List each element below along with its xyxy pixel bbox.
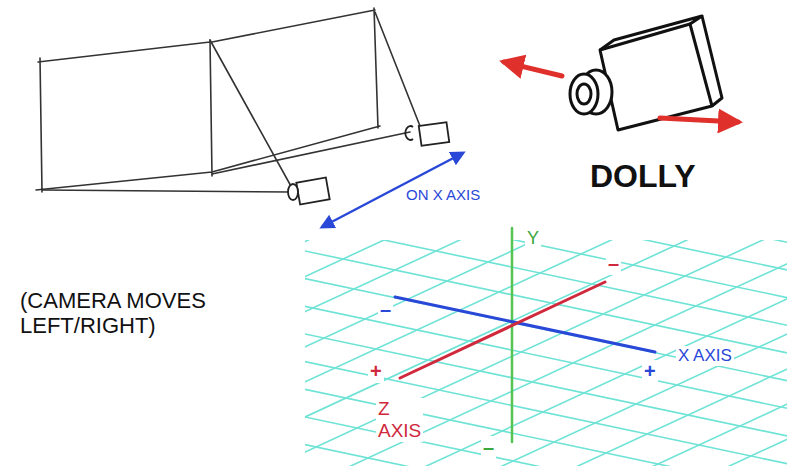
big-camera-part <box>570 74 598 114</box>
axis-sign: – <box>481 436 496 459</box>
screen-sketch <box>36 8 420 192</box>
axis-name: Y <box>525 228 541 249</box>
grid-line <box>381 240 787 277</box>
grid-line <box>305 272 787 448</box>
grid-line <box>305 240 787 466</box>
axis-note: ON X AXIS <box>404 186 482 203</box>
grid-line <box>305 310 762 466</box>
grid-line <box>598 258 787 466</box>
grid-line <box>546 247 787 466</box>
screen-sketch-part <box>42 12 420 192</box>
direction-arrows-part <box>504 62 562 76</box>
grid-line <box>340 240 787 296</box>
axis-sign: – <box>606 252 621 275</box>
grid-line <box>338 240 787 466</box>
grid-line <box>305 240 526 408</box>
big-camera-part <box>577 84 591 104</box>
small-camera-part <box>405 126 413 140</box>
title-word: DOLLY <box>588 158 698 195</box>
big-camera-part <box>600 16 722 106</box>
small-camera-part <box>288 184 298 200</box>
grid-line <box>442 240 787 466</box>
axis-name: Z AXIS <box>376 398 423 442</box>
small-camera-part <box>296 178 329 205</box>
axis-sign: + <box>368 360 384 383</box>
perspective-grid <box>305 240 787 466</box>
grid-line <box>305 240 578 419</box>
caption-note: (CAMERA MOVES LEFT/RIGHT) <box>18 288 258 339</box>
screen-sketch-part <box>36 8 380 192</box>
axes <box>395 228 655 442</box>
axis-sign: – <box>378 298 393 321</box>
grid-line <box>305 240 786 463</box>
grid-line <box>305 240 787 334</box>
small-camera-part <box>419 122 450 146</box>
grid-line <box>305 240 734 452</box>
y-axis <box>511 228 514 442</box>
grid-line <box>305 240 787 466</box>
grid-line <box>305 240 787 466</box>
x-axis <box>395 297 655 352</box>
grid-line <box>305 386 598 466</box>
axis-sign: + <box>642 360 658 383</box>
grid-line <box>305 240 422 386</box>
big-camera <box>570 16 722 130</box>
axis-name: X AXIS <box>676 346 734 366</box>
grid-line <box>305 367 639 466</box>
grid-line <box>305 240 474 397</box>
grid-line <box>305 240 682 441</box>
direction-arrows-part <box>660 118 738 122</box>
direction-arrows <box>504 62 738 122</box>
z-axis <box>400 282 605 378</box>
grid-line <box>494 240 787 466</box>
grid-line <box>305 348 680 466</box>
